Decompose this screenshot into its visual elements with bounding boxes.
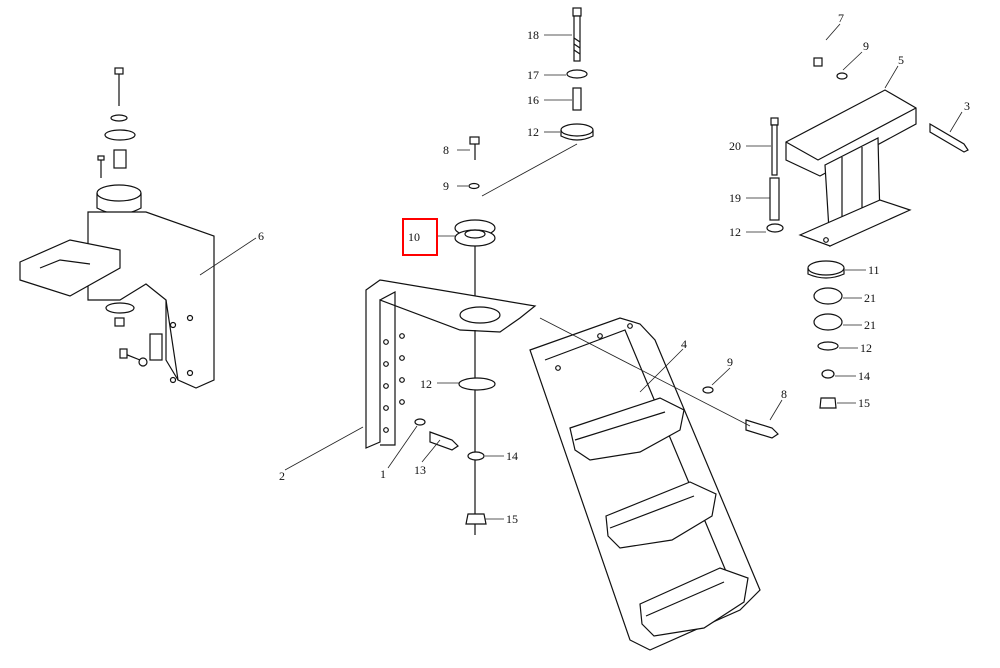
part-label-8-ladder: 8	[781, 387, 787, 401]
part-label-18: 18	[527, 28, 539, 42]
part-label-5: 5	[898, 53, 904, 67]
part-label-1: 1	[380, 467, 386, 481]
part-label-2: 2	[279, 469, 285, 483]
part-label-14-center: 14	[506, 449, 518, 463]
part-label-6: 6	[258, 229, 264, 243]
part-label-3: 3	[964, 99, 970, 113]
part-label-15-right: 15	[858, 396, 870, 410]
part-label-9-ladder: 9	[727, 355, 733, 369]
part-label-8-center: 8	[443, 143, 449, 157]
part-label-21-lower: 21	[864, 318, 876, 332]
step-ladder-assembly	[529, 317, 783, 651]
part-label-19: 19	[729, 191, 741, 205]
part-label-12-center: 12	[420, 377, 432, 391]
part-label-13: 13	[414, 463, 426, 477]
part-label-4: 4	[681, 337, 687, 351]
part-label-17: 17	[527, 68, 539, 82]
part-label-9-center: 9	[443, 179, 449, 193]
center-bracket-assembly	[284, 136, 537, 535]
part-label-10: 10	[408, 230, 420, 244]
part-label-11: 11	[868, 263, 880, 277]
part-label-7: 7	[838, 11, 844, 25]
part-label-12-right-lower: 12	[860, 341, 872, 355]
highlight-box	[402, 218, 438, 256]
part-label-14-right: 14	[858, 369, 870, 383]
part-labels: 1 2 3 4 5 6 7 8 8 9 9 9 10 11 12 12 12 1…	[258, 11, 970, 526]
part-label-9-right: 9	[863, 39, 869, 53]
part-label-16: 16	[527, 93, 539, 107]
part-label-20: 20	[729, 139, 741, 153]
right-bracket-assembly	[746, 23, 969, 409]
part-label-12-top: 12	[527, 125, 539, 139]
left-bracket-assembly	[19, 67, 257, 389]
part-label-21-upper: 21	[864, 291, 876, 305]
upper-bolt-stack	[481, 7, 594, 197]
part-label-15-center: 15	[506, 512, 518, 526]
part-label-12-right-upper: 12	[729, 225, 741, 239]
